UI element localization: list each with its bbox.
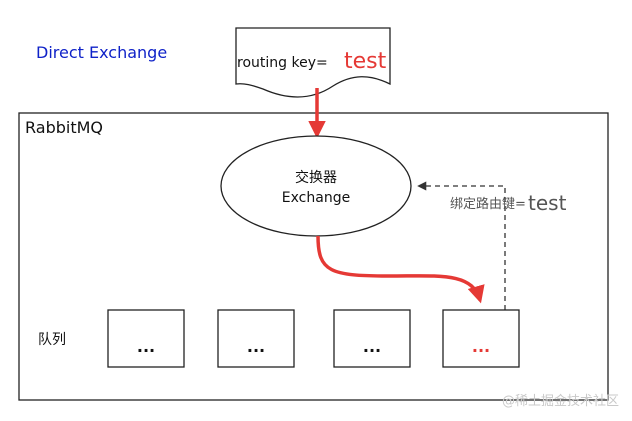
queue-box-2-text: ... xyxy=(247,337,265,356)
exchange-name-cn: 交换器 xyxy=(295,169,337,186)
queue-box-3 xyxy=(333,309,411,368)
watermark: @稀土掘金技术社区 xyxy=(502,393,619,409)
exchange-node xyxy=(220,135,412,237)
queue-box-1 xyxy=(107,309,185,368)
routing-key-label: routing key= xyxy=(237,55,328,71)
route-arrow xyxy=(316,235,485,304)
rabbitmq-broker-box xyxy=(18,112,609,401)
binding-key-value: test xyxy=(528,191,567,215)
queue-box-1-text: ... xyxy=(137,337,155,356)
routing-key-value: test xyxy=(344,49,387,74)
message-document-shape xyxy=(235,27,391,98)
diagram-title: Direct Exchange xyxy=(36,43,167,62)
binding-arrow xyxy=(417,181,506,310)
exchange-name-en: Exchange xyxy=(282,190,350,206)
broker-name: RabbitMQ xyxy=(25,118,103,137)
queue-box-3-text: ... xyxy=(363,337,381,356)
queue-box-4-text: ... xyxy=(472,337,490,356)
queues-label: 队列 xyxy=(38,332,66,348)
queue-box-4 xyxy=(442,309,520,368)
binding-label: 绑定路由键= xyxy=(450,196,526,212)
queue-box-2 xyxy=(217,309,295,368)
